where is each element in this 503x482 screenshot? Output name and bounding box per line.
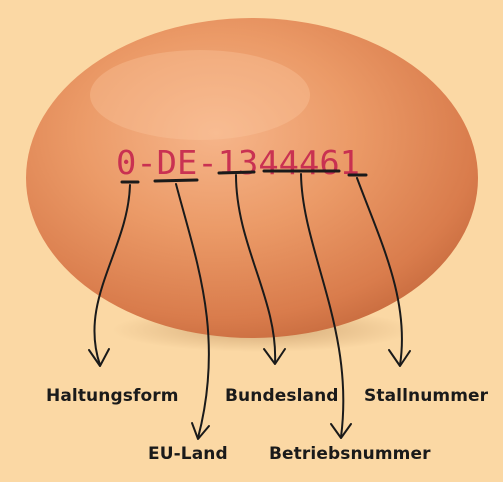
segment-marker-eu-land (155, 180, 197, 181)
egg-stamp-code: 0-DE-1344461 (116, 143, 360, 182)
label-stallnummer: Stallnummer (364, 386, 488, 406)
label-bundesland: Bundesland (225, 386, 339, 406)
label-haltungsform: Haltungsform (46, 386, 179, 406)
label-eu-land: EU-Land (148, 444, 228, 464)
arrowhead-haltungsform (89, 349, 109, 366)
arrowhead-stallnummer (389, 350, 410, 366)
egg-highlight (90, 50, 310, 140)
label-betriebsnummer: Betriebsnummer (269, 444, 431, 464)
segment-marker-bundesland (219, 172, 254, 173)
